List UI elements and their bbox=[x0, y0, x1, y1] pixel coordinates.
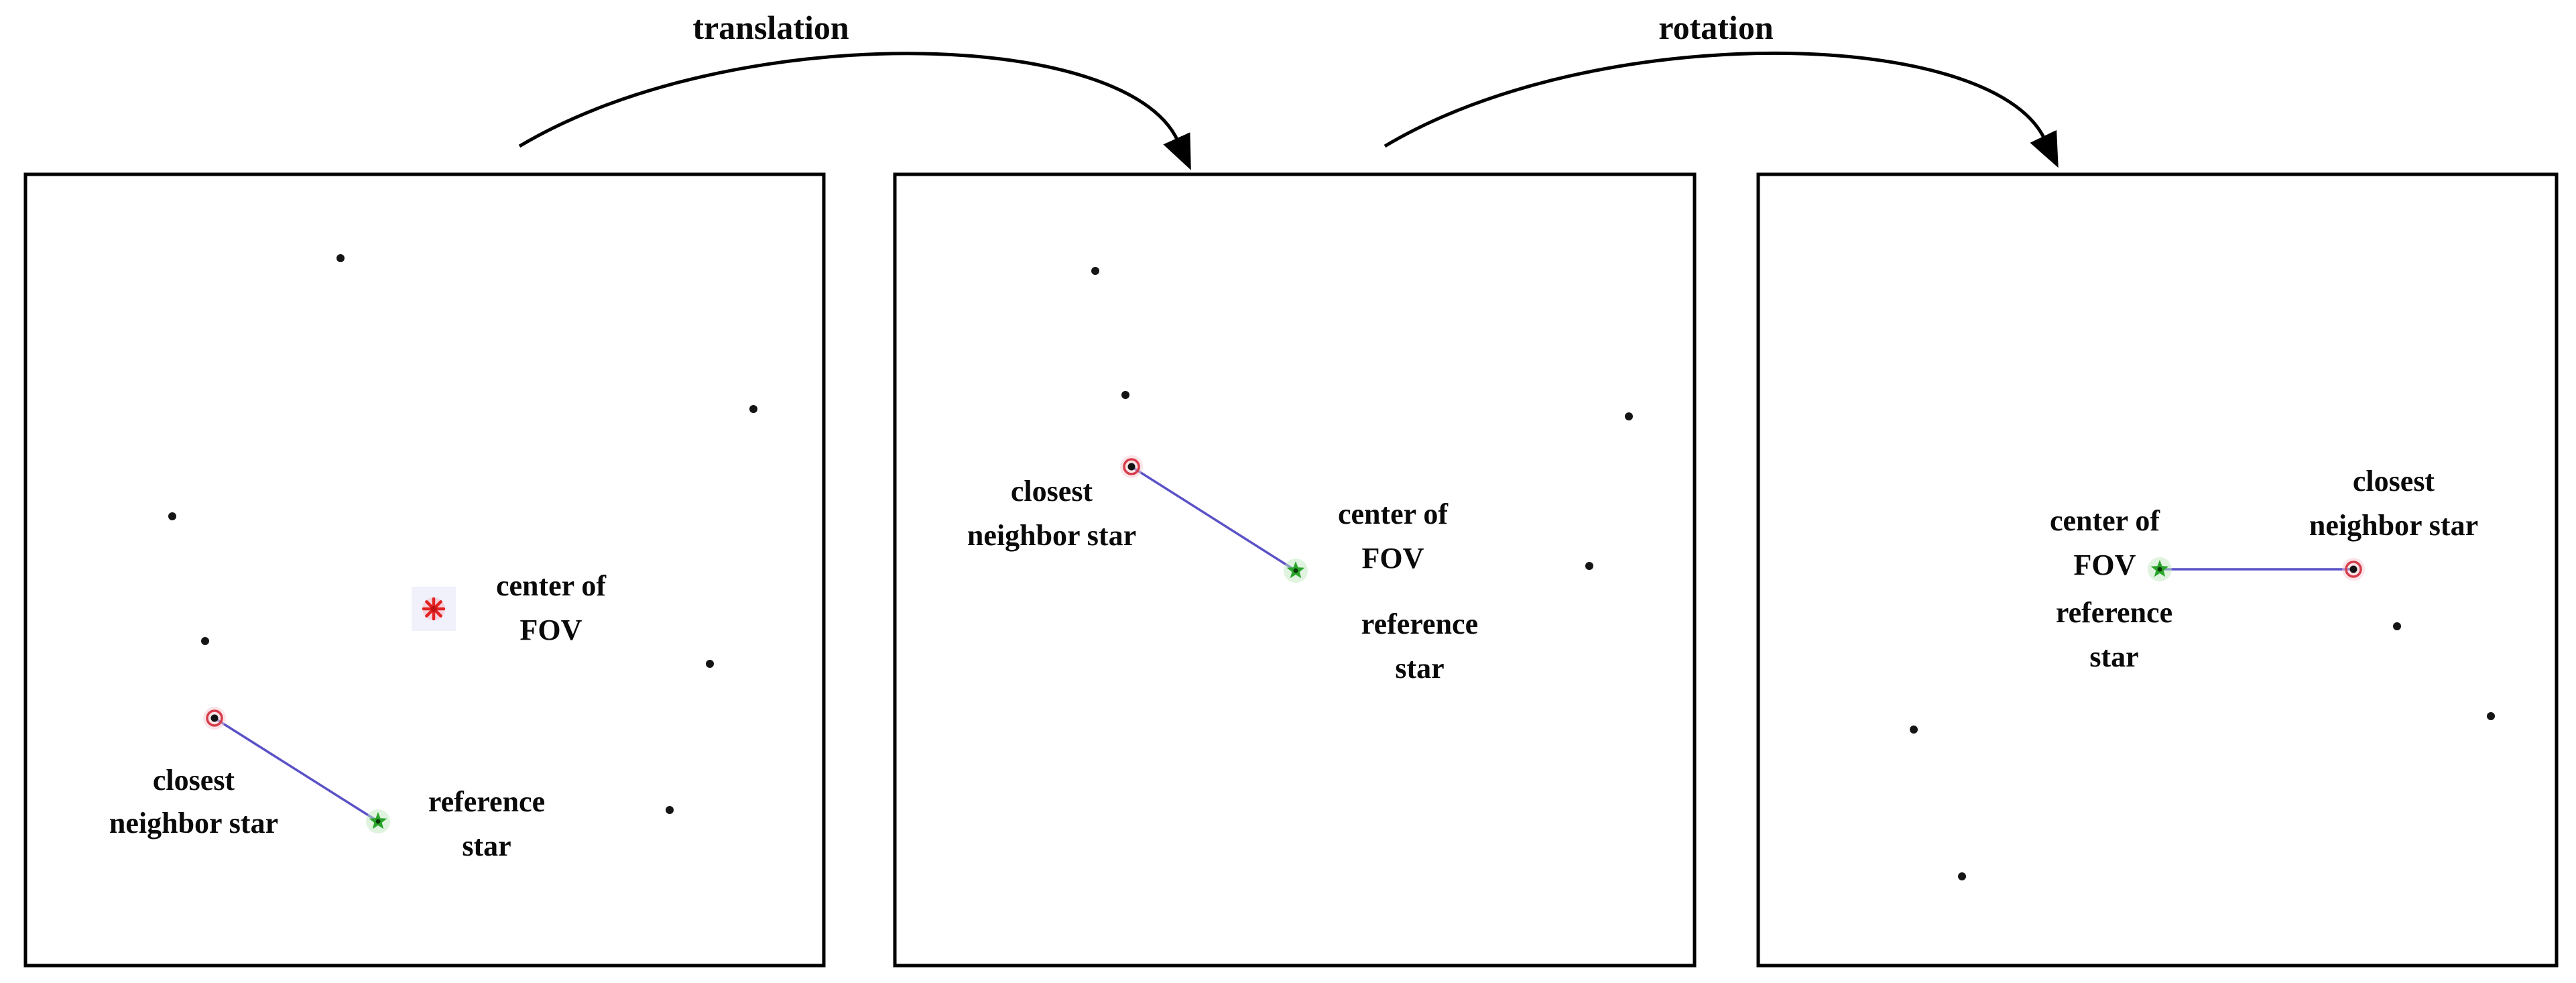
neighbor-reference-connector bbox=[214, 717, 379, 823]
neighbor-core bbox=[2349, 565, 2357, 573]
neighbor-core bbox=[210, 714, 219, 722]
label-reference-star: star bbox=[1395, 652, 1444, 685]
reference-star-marker bbox=[1284, 559, 1308, 583]
label-reference-star: reference bbox=[428, 785, 545, 818]
label-center-of-fov: FOV bbox=[520, 614, 582, 646]
star-dots bbox=[1910, 622, 2495, 880]
star-dots bbox=[1091, 267, 1633, 570]
label-center-of-fov: FOV bbox=[2074, 548, 2136, 581]
translation-arrow bbox=[518, 52, 1191, 170]
label-center-of-fov: center of bbox=[1338, 498, 1449, 530]
star-dot bbox=[1958, 872, 1966, 880]
rotation-arrow-group: rotation bbox=[1384, 9, 2059, 168]
label-closest-neighbor: closest bbox=[1011, 475, 1093, 508]
reference-core bbox=[2157, 567, 2162, 572]
neighbor-core bbox=[1127, 463, 1136, 471]
star-dots bbox=[168, 254, 757, 814]
panel-after-translation: closest neighbor star center of FOV refe… bbox=[893, 172, 1697, 968]
star-dot bbox=[706, 660, 714, 668]
translation-label: translation bbox=[692, 9, 849, 46]
star-dot bbox=[666, 806, 674, 814]
closest-neighbor-marker bbox=[2342, 558, 2365, 581]
label-closest-neighbor: closest bbox=[153, 764, 235, 797]
rotation-label: rotation bbox=[1658, 9, 1773, 46]
label-reference-star: star bbox=[2089, 640, 2138, 673]
neighbor-ring-icon bbox=[2345, 561, 2362, 578]
fov-asterisk-core bbox=[430, 605, 437, 612]
panel-border bbox=[23, 172, 826, 968]
star-dot bbox=[1091, 267, 1099, 275]
neighbor-ring-icon bbox=[206, 709, 223, 727]
star-dot bbox=[1585, 562, 1593, 570]
star-dot bbox=[201, 637, 209, 645]
label-reference-star: reference bbox=[2056, 596, 2172, 629]
label-reference-star: reference bbox=[1361, 608, 1478, 640]
reference-core bbox=[375, 819, 381, 824]
star-dot bbox=[1910, 726, 1918, 734]
label-closest-neighbor: neighbor star bbox=[109, 807, 278, 840]
panel-border bbox=[1756, 172, 2559, 968]
closest-neighbor-marker bbox=[1120, 455, 1143, 478]
label-closest-neighbor: neighbor star bbox=[2309, 509, 2478, 542]
panel-border bbox=[893, 172, 1697, 968]
star-dot bbox=[749, 405, 757, 413]
panel-original-field: center of FOV closest neighbor star refe… bbox=[23, 172, 826, 968]
label-center-of-fov: FOV bbox=[1362, 542, 1424, 575]
star-dot bbox=[2487, 712, 2495, 720]
panel-after-rotation: center of FOV closest neighbor star refe… bbox=[1756, 172, 2559, 968]
label-center-of-fov: center of bbox=[496, 569, 607, 602]
star-dot bbox=[168, 512, 176, 520]
label-reference-star: star bbox=[462, 829, 511, 862]
reference-star-marker bbox=[366, 809, 390, 833]
neighbor-ring-icon bbox=[1123, 458, 1140, 475]
star-dot bbox=[2393, 622, 2401, 630]
label-closest-neighbor: closest bbox=[2353, 465, 2435, 498]
rotation-arrow bbox=[1384, 51, 2059, 168]
closest-neighbor-marker bbox=[203, 707, 226, 730]
translation-arrow-group: translation bbox=[518, 9, 1191, 170]
star-dot bbox=[1121, 391, 1129, 399]
star-dot bbox=[1625, 412, 1633, 420]
label-center-of-fov: center of bbox=[2050, 504, 2160, 537]
reference-star-marker bbox=[2148, 557, 2172, 581]
label-closest-neighbor: neighbor star bbox=[967, 519, 1136, 552]
star-dot bbox=[336, 254, 345, 262]
center-of-fov-marker bbox=[412, 587, 456, 631]
reference-core bbox=[1293, 568, 1298, 573]
neighbor-reference-connector bbox=[1131, 465, 1296, 572]
